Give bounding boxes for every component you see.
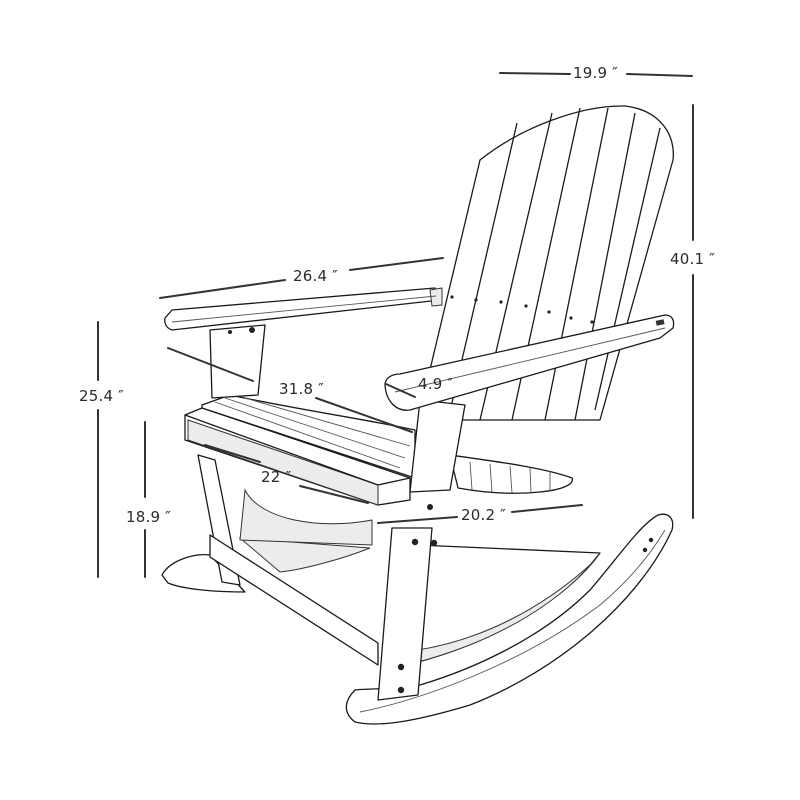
dim-seat-height: 18.9 ″ [126,508,171,526]
dimension-lines [97,72,694,578]
backrest-screws [450,295,594,324]
dim-seat-width: 20.2 ″ [461,506,506,524]
seat-back-slats [449,454,573,494]
dim-overall-height: 40.1 ″ [670,250,715,268]
dim-seat-depth: 22 ″ [261,468,292,486]
left-arm-support [209,324,266,399]
right-rocker [345,513,674,725]
dim-armrest-length: 26.4 ″ [293,267,338,285]
right-front-leg [377,527,433,701]
right-arm-post [409,399,466,493]
dim-overall-depth: 31.8 ″ [279,380,324,398]
dim-arm-height: 25.4 ″ [79,387,124,405]
left-side-rail [209,534,379,666]
dim-back-width: 19.9 ″ [573,64,618,82]
frame-bolts [228,327,654,694]
dim-armrest-width: 4.9 ″ [418,375,454,393]
right-armrest [384,314,675,411]
backrest-slats [447,107,661,421]
